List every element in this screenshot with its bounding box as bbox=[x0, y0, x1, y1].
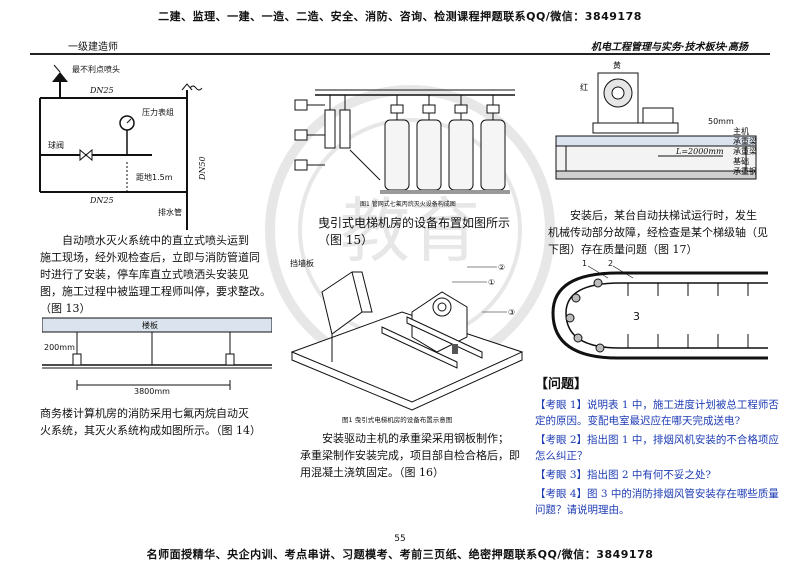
figure-14-slab: 楼板 200mm 3800mm bbox=[42, 310, 272, 395]
label-length: L=2000mm bbox=[675, 147, 724, 156]
paragraph-fig17: 安装后，某台自动扶梯试运行时，发生 机械传动部分故障，经检查是某个梯级轴（见 下… bbox=[548, 209, 768, 256]
callout-n3: 3 bbox=[633, 310, 640, 323]
question-text: 指出图 2 中有何不妥之处? bbox=[587, 469, 712, 481]
callout-3: ③ bbox=[508, 308, 515, 317]
questions-title: 【问题】 bbox=[535, 377, 588, 392]
label-base: 基础 bbox=[733, 156, 749, 166]
paragraph-fig14: 商务楼计算机房的消防采用七氟丙烷自动灭 火系统，其灭火系统构成如图所示。（图 1… bbox=[40, 407, 261, 437]
figure-13-sprinkler: 最不利点喷头 DN25 压力表组 球阀 距地1.5m DN25 DN50 排水管 bbox=[32, 60, 272, 230]
label-beam2: 承重梁 bbox=[733, 146, 757, 156]
questions-list: 【考眼 1】说明表 1 中，施工进度计划被总工程师否定的原因。变配电室最迟应在哪… bbox=[535, 397, 780, 521]
figure-15-caption: 图1 管网式七氟丙烷灭火设备构成图 bbox=[360, 200, 456, 208]
question-item: 【考眼 1】说明表 1 中，施工进度计划被总工程师否定的原因。变配电室最迟应在哪… bbox=[535, 397, 780, 429]
label-drain: 排水管 bbox=[158, 207, 182, 217]
label-dn50: DN50 bbox=[198, 156, 207, 181]
paragraph-fig15: 曳引式电梯机房的设备布置如图所示 （图 15） bbox=[318, 216, 511, 247]
label-beam1: 承重梁 bbox=[733, 136, 757, 146]
label-ball-valve: 球阀 bbox=[48, 140, 64, 150]
question-item: 【考眼 2】指出图 1 中，排烟风机安装的不合格项应怎么纠正？ bbox=[535, 432, 780, 464]
callout-1: ① bbox=[488, 278, 495, 287]
label-3800mm: 3800mm bbox=[134, 387, 170, 395]
page-number: 55 bbox=[394, 534, 406, 544]
question-item: 【考眼 4】图 3 中的消防排烟风管安装存在哪些质量问题？请说明理由。 bbox=[535, 486, 780, 518]
figure-18-step-chain: 1 2 3 bbox=[548, 258, 773, 368]
label-slab: 楼板 bbox=[142, 320, 158, 330]
label-nozzle: 最不利点喷头 bbox=[72, 64, 120, 74]
callout-2: ② bbox=[498, 263, 505, 272]
label-main: 主机 bbox=[733, 126, 749, 136]
bottom-banner: 名师面授精华、央企内训、考点串讲、习题模考、考前三页纸、绝密押题联系QQ/微信：… bbox=[146, 548, 654, 561]
question-tag: 【考眼 4】 bbox=[535, 488, 588, 500]
callout-n2: 2 bbox=[608, 259, 613, 268]
label-200mm: 200mm bbox=[44, 343, 75, 352]
question-tag: 【考眼 2】 bbox=[535, 434, 588, 446]
top-banner: 二建、监理、一建、一造、二造、安全、消防、咨询、检测课程押题联系QQ/微信：38… bbox=[158, 10, 642, 23]
label-yellow: 黄 bbox=[613, 60, 621, 70]
question-tag: 【考眼 3】 bbox=[535, 469, 588, 481]
paragraph-fig13: 自动喷水灭火系统中的直立式喷头运到 施工现场，经外观检查后，立即与消防管道同 时… bbox=[40, 234, 271, 315]
question-text: 指出图 1 中，排烟风机安装的不合格项应怎么纠正？ bbox=[535, 434, 779, 462]
figure-15-gas-system: 图1 管网式七氟丙烷灭火设备构成图 bbox=[285, 60, 530, 210]
label-height: 距地1.5m bbox=[136, 172, 173, 182]
figure-16-machine-room: ① ② ③ 挡墙板 图1 曳引式电梯机房的设备布置示意图 bbox=[282, 252, 532, 427]
header-right: 机电工程管理与实务·技术板块·高扬 bbox=[591, 42, 748, 53]
callout-n1: 1 bbox=[582, 259, 587, 268]
label-red: 红 bbox=[580, 82, 588, 92]
question-text: 图 3 中的消防排烟风管安装存在哪些质量问题？请说明理由。 bbox=[535, 488, 779, 516]
label-parapet: 挡墙板 bbox=[290, 258, 314, 268]
label-dn25-bottom: DN25 bbox=[89, 196, 114, 205]
figure-17-bearing-beams: L=2000mm 黄 红 50mm 主机 承重梁 承重梁 基础 承重钢 bbox=[548, 58, 773, 203]
label-50mm: 50mm bbox=[708, 117, 734, 126]
label-dn25-top: DN25 bbox=[89, 86, 114, 95]
header-rule bbox=[30, 53, 770, 55]
question-tag: 【考眼 1】 bbox=[535, 399, 588, 411]
question-item: 【考眼 3】指出图 2 中有何不妥之处? bbox=[535, 467, 780, 483]
header-left: 一级建造师 bbox=[68, 42, 118, 53]
question-text: 说明表 1 中，施工进度计划被总工程师否定的原因。变配电室最迟应在哪天完成送电? bbox=[535, 399, 779, 427]
figure-16-caption: 图1 曳引式电梯机房的设备布置示意图 bbox=[342, 415, 452, 424]
paragraph-fig16: 安装驱动主机的承重梁采用钢板制作； 承重梁制作安装完成，项目部自检合格后，即 用… bbox=[300, 432, 520, 479]
label-pressure-gauge: 压力表组 bbox=[142, 107, 174, 117]
label-bracket: 承重钢 bbox=[733, 166, 757, 176]
